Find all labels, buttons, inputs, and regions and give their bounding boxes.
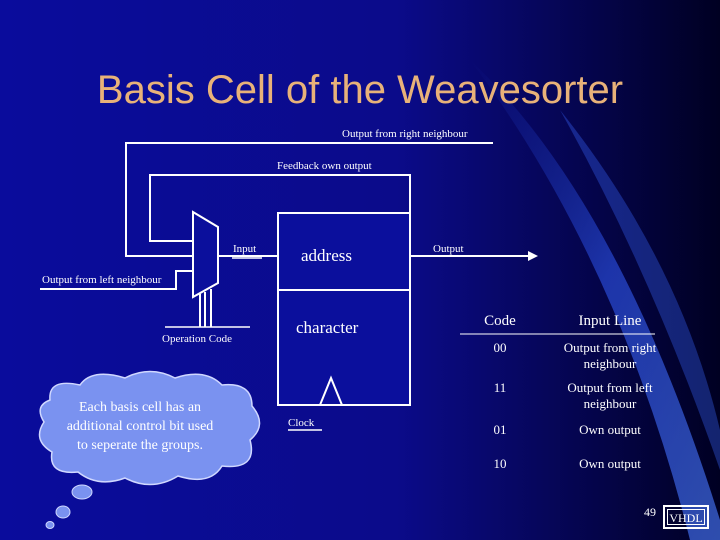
register-cell: [277, 212, 411, 406]
clock-triangle: [319, 375, 343, 406]
vhdl-button[interactable]: VHDL: [663, 505, 709, 529]
input-label: Input: [233, 243, 257, 255]
table-row-code: 01: [493, 422, 507, 437]
table-row-code: 10: [493, 456, 507, 471]
clock-label: Clock: [288, 417, 315, 429]
callout-text: Each basis cell has an additional contro…: [66, 400, 214, 453]
output-label: Output: [433, 243, 464, 255]
page-number: 49: [644, 505, 656, 519]
operation-code-label: Operation Code: [162, 333, 232, 345]
table-header-input-line: Input Line: [578, 313, 642, 329]
cloud-bubble-3: [45, 521, 55, 529]
vhdl-button-frame: [667, 509, 705, 525]
table-header-code: Code: [484, 313, 516, 329]
slide-title: Basis Cell of the Weavesorter: [96, 68, 624, 112]
table-row-code: 11: [493, 380, 507, 395]
output-left-label: Output from left neighbour: [42, 274, 162, 286]
table-row-line: Output from right neighbour: [563, 340, 657, 371]
feedback-wire: [149, 174, 411, 254]
output-left-wire: [40, 270, 193, 290]
table-row-line: Own output: [579, 422, 641, 437]
table-row-code: 00: [493, 340, 507, 355]
output-right-wire: [125, 142, 330, 257]
address-label: address: [301, 246, 352, 265]
table-row-line: Output from left neighbour: [567, 380, 653, 411]
thought-cloud: [38, 370, 261, 486]
table-row-line: Own output: [579, 456, 641, 471]
output-right-label: Output from right neighbour: [342, 128, 468, 140]
feedback-label: Feedback own output: [277, 160, 372, 172]
multiplexer: [192, 210, 219, 299]
cloud-bubble-1: [71, 484, 93, 500]
cloud-bubble-2: [55, 505, 71, 519]
character-label: character: [296, 318, 359, 337]
vhdl-button-label: VHDL: [669, 511, 703, 525]
output-arrowhead: [528, 251, 538, 261]
